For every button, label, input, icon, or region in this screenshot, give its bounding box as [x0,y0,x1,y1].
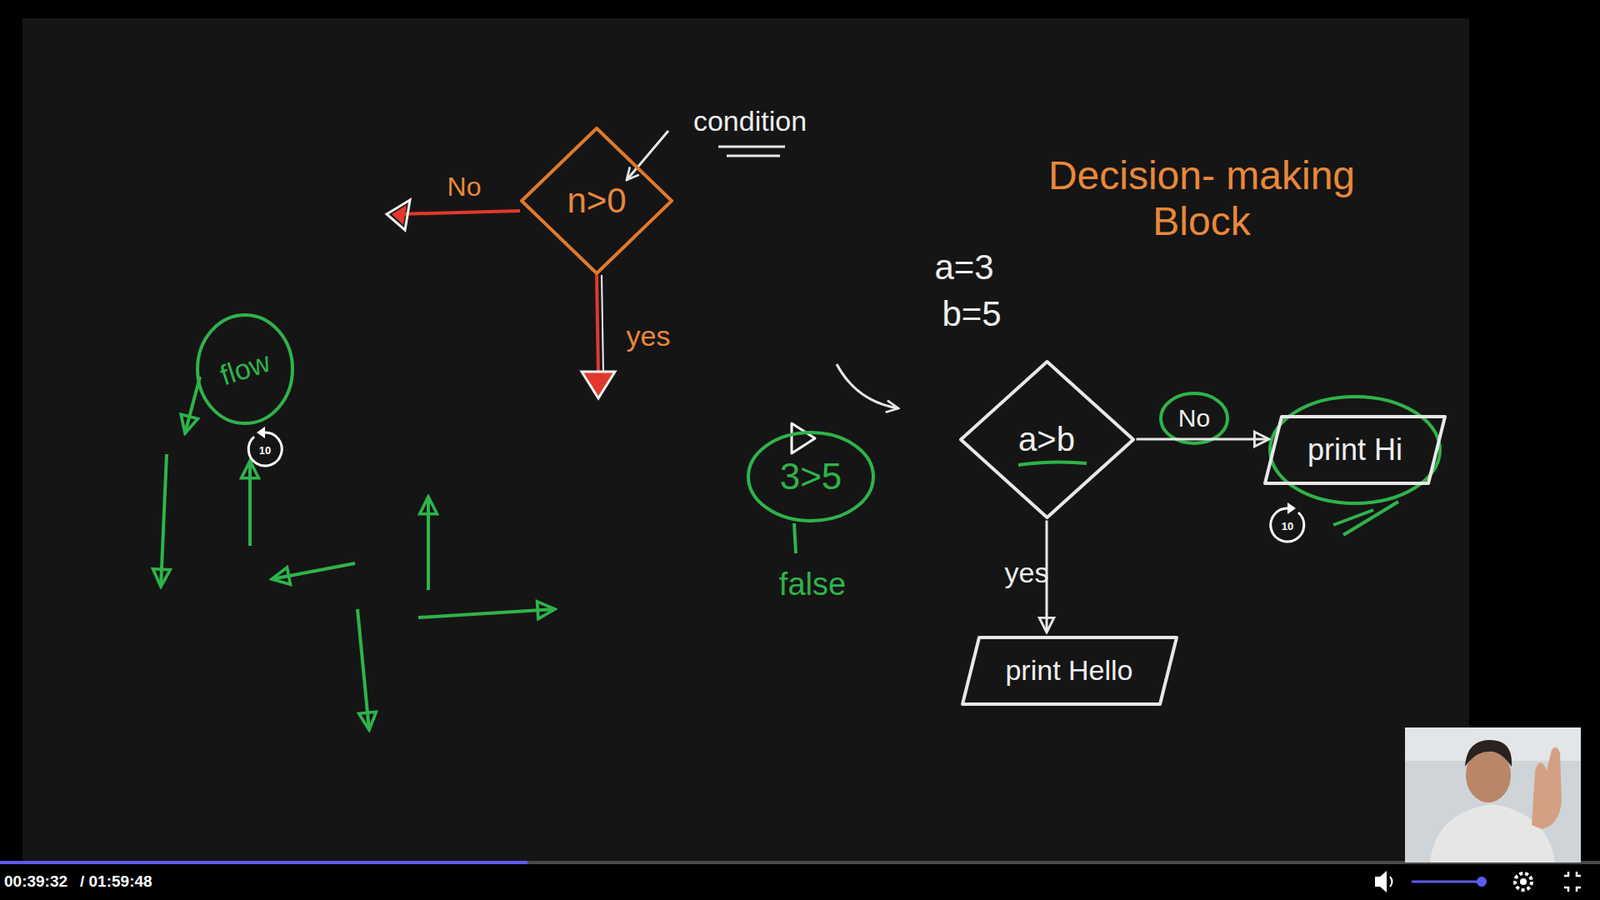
check-mark [1333,510,1374,525]
flow-arrow [426,496,430,590]
time-total: / 01:59:48 [80,872,153,891]
note-text: condition [693,105,807,138]
highlight-circle [1270,396,1440,504]
check-mark [1343,501,1399,535]
node-text: print Hi [1307,432,1403,467]
variable-text: b=5 [941,294,1001,335]
branch-label: No [447,171,482,203]
result-text: false [779,566,846,604]
highlight-circle: flow [195,313,295,425]
flow-arrow [271,563,355,580]
decision-diamond: a>b [959,360,1135,520]
flow-arrow [248,460,252,546]
flow-connector [1136,438,1270,441]
skip-seconds: 10 [259,445,271,458]
underline [726,155,780,158]
flow-arrow [418,609,555,618]
player-controls [1375,870,1581,893]
edge-label: yes [1005,556,1050,590]
flow-arrow [160,454,167,587]
forward-icon [1287,502,1296,515]
flow-arrow [185,376,200,434]
webcam-thumbnail [1405,727,1581,863]
variable-text: a=3 [934,247,994,288]
decision-diamond: n>0 [520,126,674,275]
progress-fill [0,860,528,865]
node-text: a>b [1018,420,1075,459]
yes-branch-line [596,275,599,375]
no-branch-line [398,210,520,215]
replay-icon [256,426,265,439]
leader-line [794,523,796,554]
yes-branch-head [581,371,615,399]
output-box: print Hi [1263,415,1447,485]
node-text: 3>5 [780,455,843,499]
node-text: n>0 [566,180,626,221]
yes-branch-line [601,275,604,375]
play-icon [791,423,815,454]
skip-seconds: 10 [1281,520,1294,534]
video-frame [22,18,1470,861]
underline [718,145,785,149]
no-branch-head-fill [391,205,407,225]
highlight-circle: 3>5 [746,430,875,523]
node-text: flow [215,345,275,393]
edge-label: No [1178,404,1210,434]
branch-label: yes [626,320,671,353]
node-text: print Hello [1005,654,1133,687]
replay-icon [248,432,282,466]
leader-line [626,130,669,180]
time-current: 00:39:32 [4,872,68,891]
progress-track [0,860,1600,865]
flow-arrow [357,609,370,730]
forward-icon [1270,508,1305,542]
heading-text: Decision- making Block [1010,152,1394,245]
leader-line [836,364,899,409]
output-box: print Hello [960,635,1179,706]
highlight-circle [1160,393,1228,444]
underline [1018,461,1087,465]
no-branch-head [386,200,410,230]
